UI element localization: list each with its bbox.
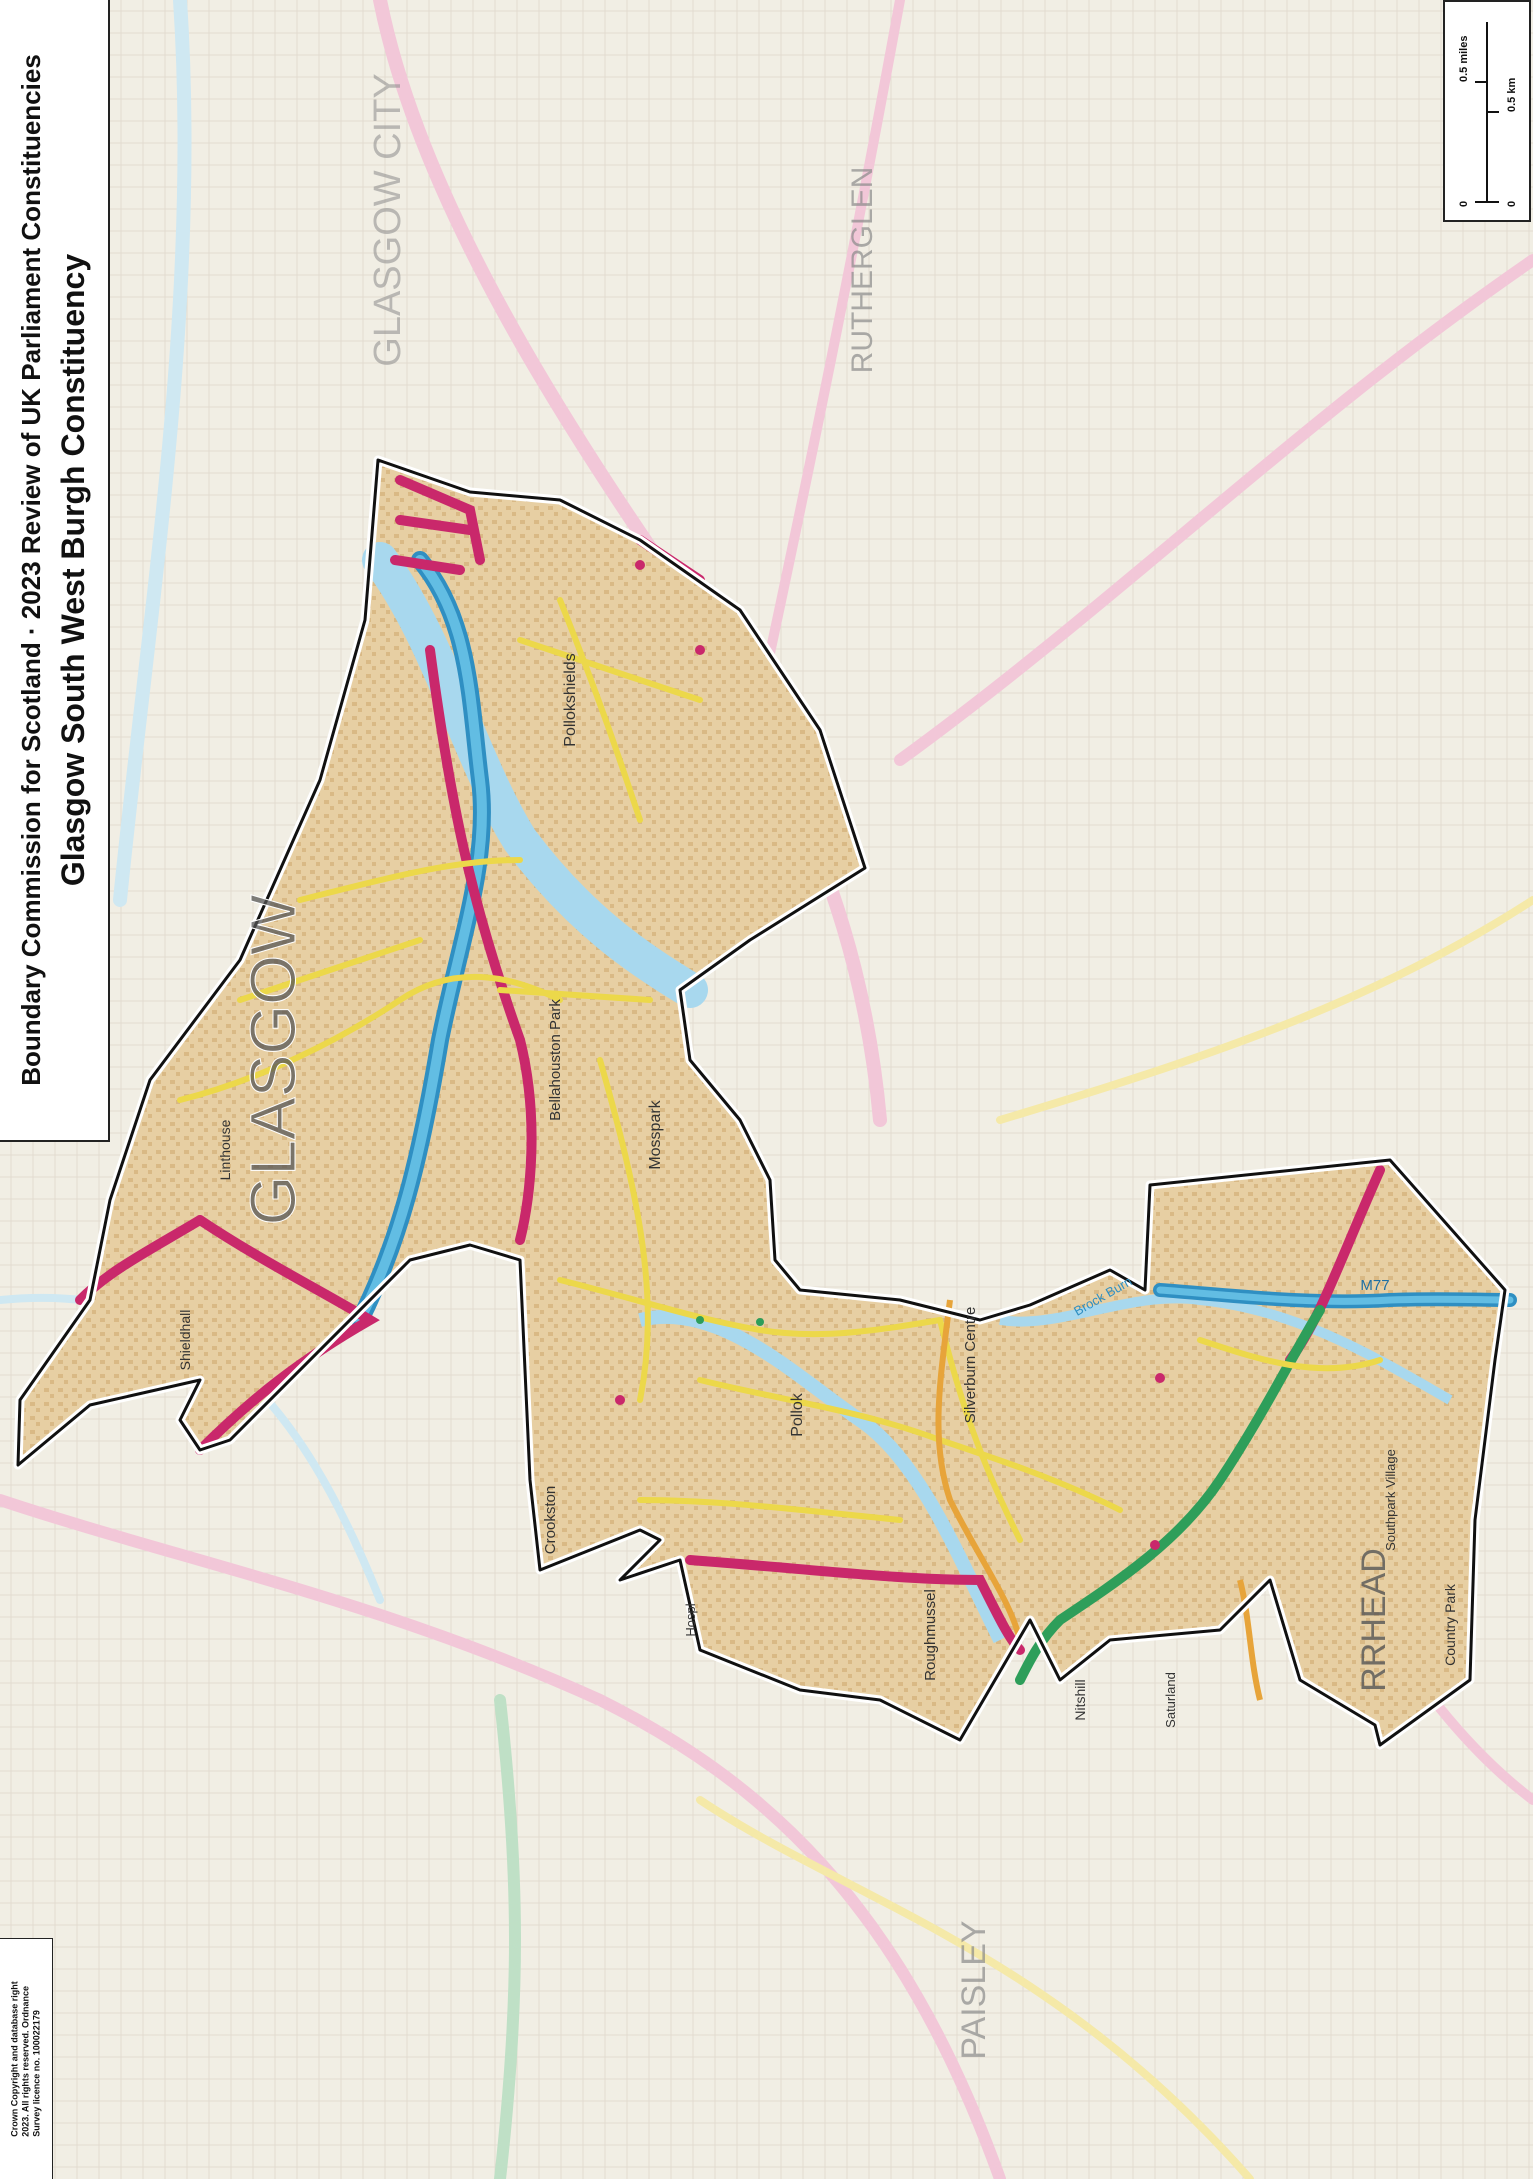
constituency-boundary-line <box>16 458 1507 1747</box>
label-shieldhall: Shieldhall <box>177 1310 193 1371</box>
label-country-park: Country Park <box>1442 1583 1458 1666</box>
copyright-line-1: Crown Copyright and database right <box>9 1981 20 2137</box>
junction-markers <box>615 560 1165 1550</box>
label-nitshill: Nitshill <box>1072 1679 1088 1720</box>
copyright-panel: Crown Copyright and database right 2023.… <box>0 1938 53 2179</box>
motorways <box>351 551 1517 1329</box>
scale-km-zero: 0 <box>1506 201 1518 207</box>
title-constituency: Glasgow South West Burgh Constituency <box>55 253 91 887</box>
title-block: Boundary Commission for Scotland · 2023 … <box>16 54 92 1086</box>
label-roughmussel: Roughmussel <box>922 1589 939 1681</box>
label-m77: M77 <box>1360 1277 1389 1294</box>
river-white-cart <box>638 1309 1007 1644</box>
scale-km-label: 0.5 km <box>1506 78 1518 112</box>
label-glasgow: GLASGOW <box>237 894 309 1225</box>
scale-miles-zero: 0 <box>1458 201 1470 207</box>
label-crookston: Crookston <box>542 1486 559 1554</box>
label-hospl: Hospl <box>683 1603 698 1636</box>
label-glasgow-city: GLASGOW CITY <box>367 73 409 366</box>
label-saturland: Saturland <box>1163 1672 1178 1728</box>
label-paisley: PAISLEY <box>955 1920 993 2059</box>
primary-road-green <box>1015 1305 1325 1685</box>
copyright-line-2: 2023. All rights reserved. Ordnance <box>20 1986 31 2137</box>
label-southpark: Southpark Village <box>1383 1449 1398 1551</box>
scale-miles-label: 0.5 miles <box>1458 36 1470 82</box>
label-linthouse: Linthouse <box>217 1119 233 1180</box>
label-bellahouston: Bellahouston Park <box>547 999 564 1121</box>
title-panel: Boundary Commission for Scotland · 2023 … <box>0 0 110 1142</box>
copyright-line-3: Survey licence no. 100022179 <box>31 2010 42 2137</box>
scale-bar-panel: 0 0.5 miles 0 0.5 km <box>1443 0 1531 222</box>
label-barrhead: RRHEAD <box>1355 1548 1393 1692</box>
label-rutherglen: RUTHERGLEN <box>846 167 879 374</box>
b-roads <box>177 597 1383 1543</box>
label-pollokshields: Pollokshields <box>562 653 579 746</box>
river-clyde <box>362 542 708 1008</box>
label-mosspark: Mosspark <box>647 1099 664 1169</box>
scale-bar: 0 0.5 miles 0 0.5 km <box>1458 22 1518 207</box>
label-pollok: Pollok <box>789 1392 806 1437</box>
constituency-area[interactable] <box>18 460 1505 1745</box>
label-silverburn: Silverburn Centre <box>962 1307 979 1424</box>
copyright-text: Crown Copyright and database right 2023.… <box>10 1981 43 2137</box>
title-commission: Boundary Commission for Scotland · 2023 … <box>16 54 46 1086</box>
secondary-road-orange <box>935 1299 1263 1701</box>
